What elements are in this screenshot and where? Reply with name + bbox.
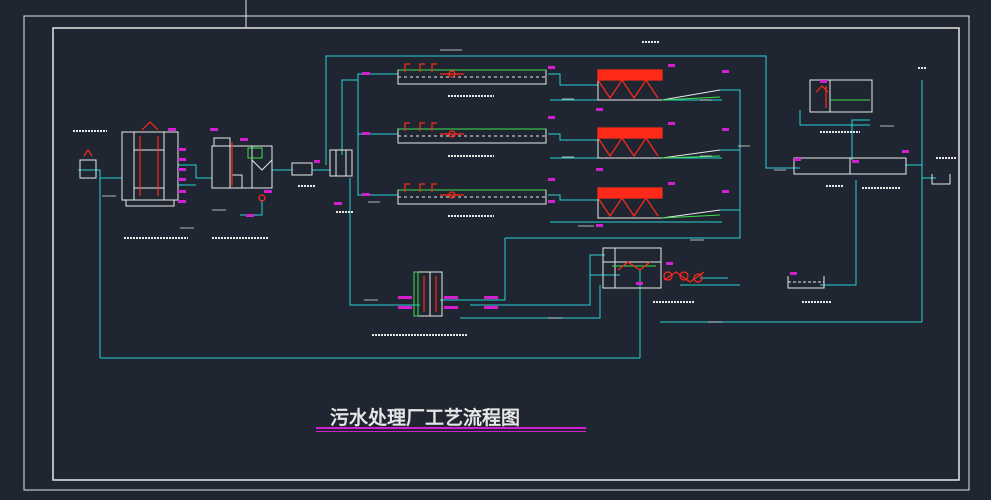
process-pipelines xyxy=(78,55,936,359)
valves-and-mechanical xyxy=(83,63,829,312)
drawing-frame xyxy=(23,0,970,491)
clarifier-3-bridge xyxy=(597,187,663,218)
clarifier-1-bridge xyxy=(597,69,663,100)
outfall xyxy=(931,174,951,185)
small-labels xyxy=(73,41,956,336)
biological-tank-3 xyxy=(397,189,547,205)
pipe-labels xyxy=(102,49,894,323)
clarifier-2-bridge xyxy=(597,127,663,158)
inlet-well xyxy=(79,159,97,179)
drawing-title: 污水处理厂工艺流程图 xyxy=(330,406,520,429)
clarifier-1-outline xyxy=(597,80,721,101)
instrument-tags xyxy=(168,64,909,432)
secondary-tank-top-right xyxy=(809,79,873,113)
biological-tank-2 xyxy=(397,128,547,144)
clarifier-3-outline xyxy=(597,198,721,219)
sludge-pipelines xyxy=(247,69,870,317)
reuse-pump-station xyxy=(787,276,825,289)
equipment-outlines xyxy=(79,69,951,317)
distribution-well xyxy=(329,149,353,177)
coarse-screen-lift-pump xyxy=(121,131,179,207)
fine-screen-grit-chamber xyxy=(211,137,273,189)
contact-tank xyxy=(793,157,907,175)
return-sludge-pump-station xyxy=(417,271,443,317)
sludge-dewatering-building xyxy=(602,247,662,289)
metering-well xyxy=(291,162,313,176)
biological-tank-1 xyxy=(397,69,547,85)
clarifier-2-outline xyxy=(597,138,721,159)
